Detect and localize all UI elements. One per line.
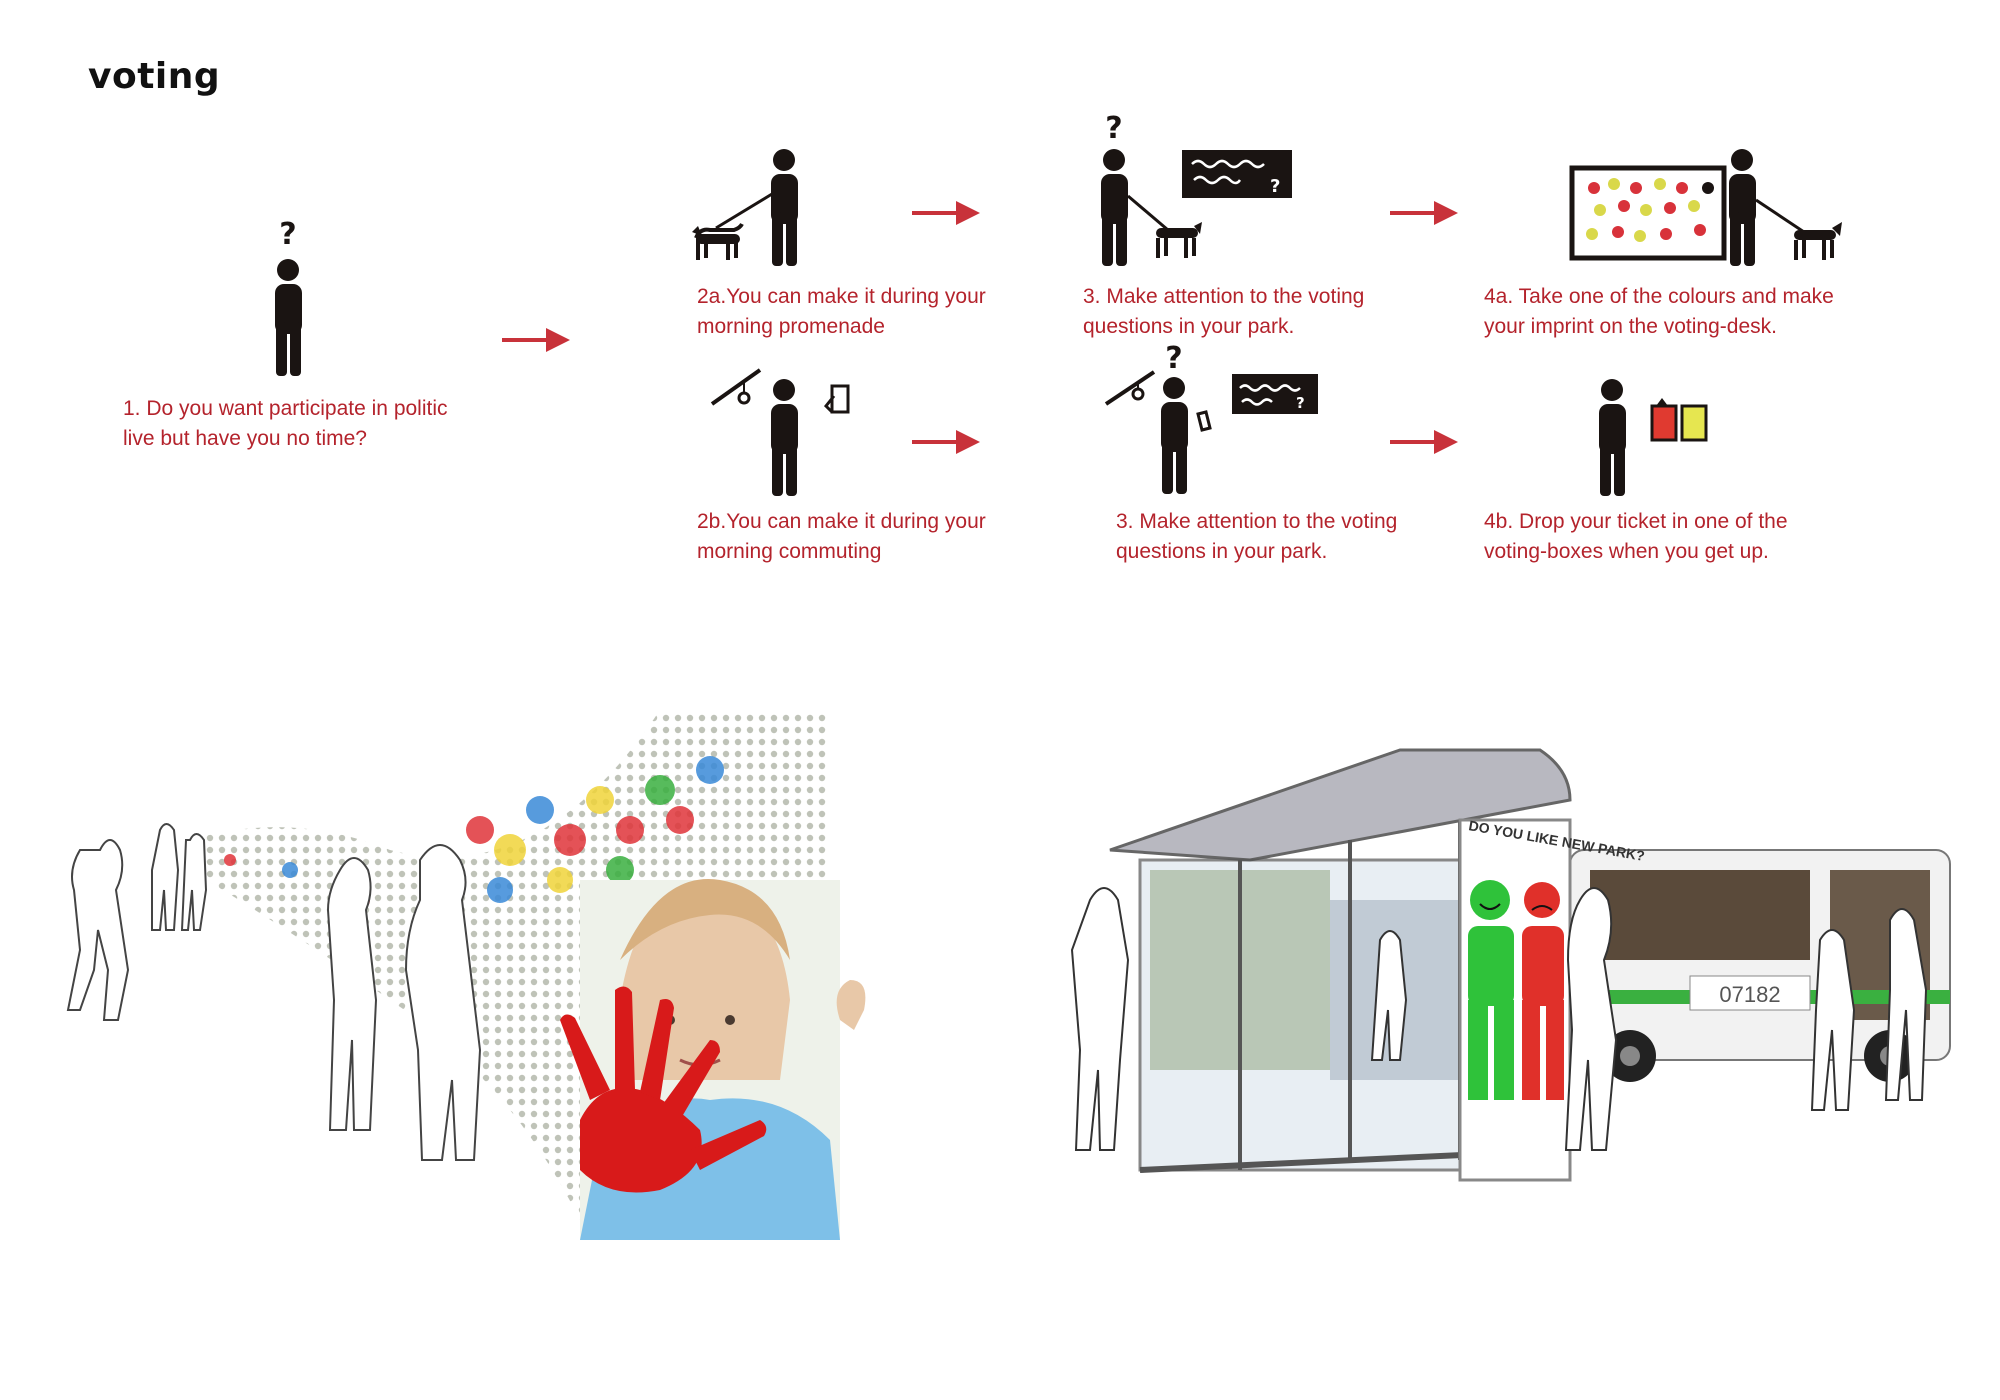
arrow-right-icon	[502, 328, 570, 352]
handprint-icon	[1586, 178, 1714, 242]
sad-face-kiosk	[1522, 882, 1564, 1100]
person-voting-boxes-icon	[1599, 379, 1708, 496]
question-mark: ?	[1165, 341, 1182, 376]
happy-face-kiosk	[1468, 880, 1514, 1100]
question-mark: ?	[279, 217, 296, 252]
arrow-right-icon	[912, 201, 980, 225]
yellow-voting-box-icon	[1680, 404, 1708, 442]
red-voting-box-icon	[1650, 404, 1678, 442]
arrow-right-icon	[912, 430, 980, 454]
person-question-icon: ?	[275, 217, 302, 376]
commuter-reading-question-board-icon: ? ?	[1104, 341, 1318, 494]
person-commuting-icon	[710, 368, 850, 496]
page-title: voting	[88, 56, 221, 97]
question-mark: ?	[1105, 111, 1122, 146]
bus-stop-illustration: 07182 DO YOU LIKE NEW PARK?	[1070, 748, 1951, 1182]
person-reading-question-board-icon: ? ?	[1101, 111, 1292, 266]
person-walking-dog-icon	[692, 149, 798, 266]
svg-text:?: ?	[1296, 394, 1305, 412]
svg-text:?: ?	[1270, 176, 1280, 197]
handprint-wall-illustration	[66, 710, 866, 1240]
arrow-right-icon	[1390, 201, 1458, 225]
person-handprint-voting-desk-icon	[1569, 149, 1842, 266]
arrow-right-icon	[1390, 430, 1458, 454]
bus-number-label: 07182	[1719, 982, 1780, 1007]
red-hand-icon	[560, 986, 767, 1193]
